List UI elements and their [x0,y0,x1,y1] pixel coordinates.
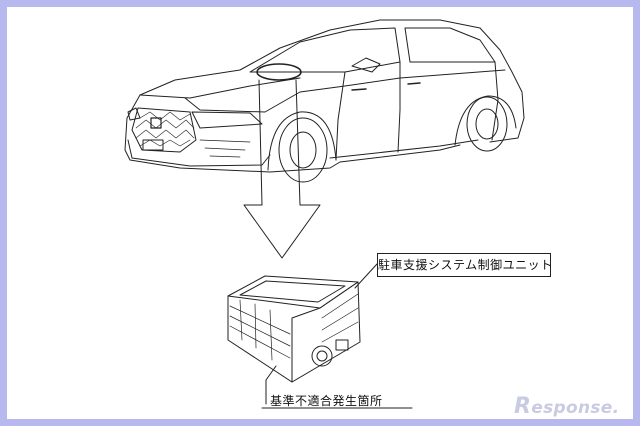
control-unit-label: 駐車支援システム制御ユニット [377,253,552,277]
unit-top-face [227,275,359,309]
unit-front-lines [229,299,291,361]
car-grille-pattern [135,111,195,147]
defect-location-label: 基準不適合発生箇所 [270,394,383,408]
watermark-rest: esponse. [531,398,620,418]
car-front-wheel [278,117,328,183]
unit-connector-inner [316,350,328,362]
response-watermark: Response. [514,394,619,419]
car-rear-wheel [466,96,508,152]
car-side-sill [329,139,479,159]
car-mirror [351,57,381,73]
unit-label-leader [354,263,378,289]
car-front-wheel-hub [289,131,317,169]
pointer-arrow [243,79,321,259]
car-rear-wheel-hub [475,108,499,140]
car-body-outline [124,19,525,173]
car-front-bumper [127,139,271,167]
car-lower-vents [199,139,251,158]
arrow-left-line [258,79,263,206]
car-hood-lines [139,69,506,113]
unit-port [335,339,349,351]
unit-side-lines [321,293,359,343]
unit-side-face [291,281,361,383]
defect-leader [265,365,277,405]
car-front-wheel-arch [267,111,337,171]
arrow-right-line [295,79,301,206]
car-windows [249,27,496,73]
car-headlight [191,111,263,129]
watermark-initial: R [514,394,532,419]
control-unit-drawing [227,275,361,383]
car-emblem [150,117,162,129]
car-rear-wheel-arch [454,95,517,146]
unit-top-panel [239,280,346,303]
car-license-plate [142,139,164,151]
camera-location-ellipse [256,63,302,81]
arrow-head [243,204,321,259]
unit-connector [311,345,333,367]
car-drawing [124,19,525,183]
car-grille [131,107,197,153]
car-door-handles [351,82,421,91]
